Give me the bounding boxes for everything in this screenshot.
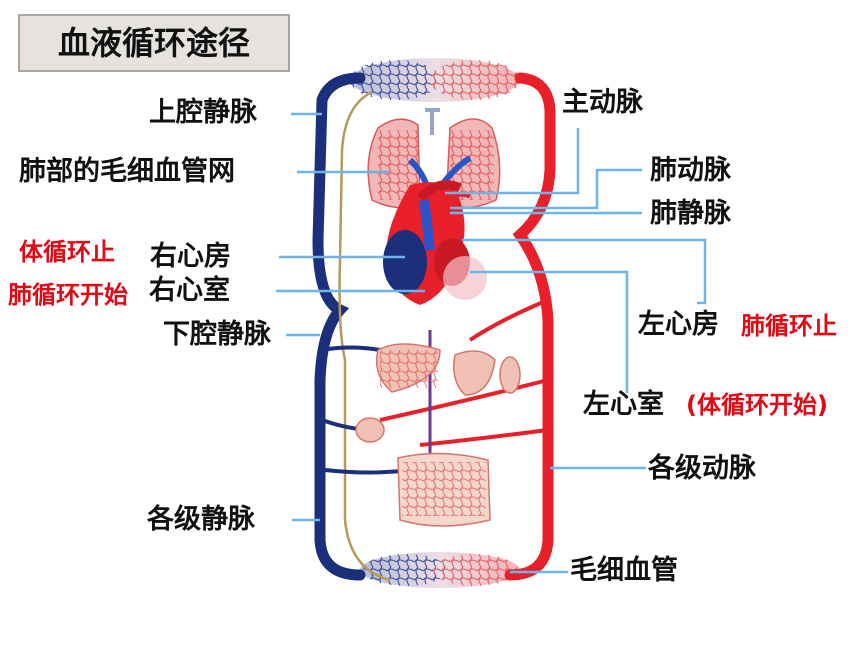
label-left-ventricle: 左心室	[583, 389, 664, 420]
note-pulmonary-start: 肺循环开始	[8, 281, 128, 309]
label-left-atrium: 左心房	[638, 309, 719, 340]
note-pulmonary-end: 肺循环止	[741, 312, 837, 340]
heart	[383, 180, 487, 305]
label-right-ventricle: 右心室	[149, 275, 230, 306]
label-pulmonary-vein: 肺静脉	[650, 198, 731, 229]
organs	[355, 343, 521, 527]
artery-loop	[504, 72, 556, 581]
vein-loop	[312, 72, 366, 581]
label-pulmonary-capillaries: 肺部的毛细血管网	[19, 156, 235, 187]
label-aorta: 主动脉	[562, 87, 643, 118]
label-pulmonary-artery: 肺动脉	[650, 155, 731, 186]
note-systemic-end: 体循环止	[19, 238, 115, 266]
note-systemic-start: (体循环开始)	[686, 391, 828, 419]
leader-lines	[276, 112, 707, 574]
label-right-atrium: 右心房	[150, 241, 231, 272]
label-capillaries: 毛细血管	[570, 555, 678, 586]
page-title: 血液循环途径	[18, 14, 290, 72]
label-arteries: 各级动脉	[648, 453, 756, 484]
lymph-line	[338, 90, 391, 582]
bottom-capillary-bed	[360, 552, 520, 588]
label-veins: 各级静脉	[147, 504, 255, 535]
label-superior-vena-cava: 上腔静脉	[149, 97, 257, 128]
label-inferior-vena-cava: 下腔静脉	[163, 319, 271, 350]
top-capillary-bed	[350, 58, 520, 102]
